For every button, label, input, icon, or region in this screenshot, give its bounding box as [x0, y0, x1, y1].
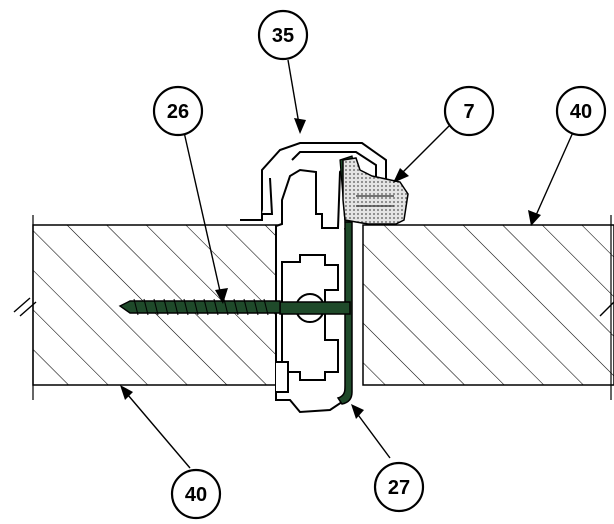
leader-40-top — [532, 129, 575, 223]
arrow-35 — [294, 118, 306, 134]
callout-7-label: 7 — [463, 101, 474, 123]
callout-40-bottom-label: 40 — [185, 484, 207, 506]
leader-lines — [121, 59, 575, 469]
arrow-40-top — [528, 210, 541, 226]
gasket — [342, 157, 409, 225]
right-break-mark — [599, 301, 614, 317]
arrow-27 — [351, 404, 364, 419]
callout-26-label: 26 — [167, 101, 189, 123]
callout-7: 7 — [443, 85, 495, 137]
callout-26: 26 — [152, 85, 204, 137]
leader-27 — [352, 407, 391, 459]
callout-35: 35 — [257, 9, 309, 61]
callout-40-top: 40 — [555, 85, 607, 137]
callout-27-label: 27 — [388, 477, 410, 499]
callout-40-top-label: 40 — [570, 101, 592, 123]
callout-40-bottom: 40 — [170, 468, 222, 520]
callout-27: 27 — [373, 461, 425, 513]
leader-26 — [183, 131, 223, 301]
leader-40-bottom — [121, 387, 191, 469]
right-panel — [362, 215, 614, 400]
arrow-40-bottom — [120, 385, 133, 400]
arrow-26 — [215, 288, 228, 304]
leader-arrowheads — [120, 118, 541, 419]
screw — [118, 298, 281, 316]
arrow-7 — [393, 168, 409, 183]
leader-35 — [287, 59, 301, 131]
leader-7 — [394, 119, 456, 181]
callout-35-label: 35 — [272, 25, 294, 47]
left-break-mark — [13, 297, 37, 317]
